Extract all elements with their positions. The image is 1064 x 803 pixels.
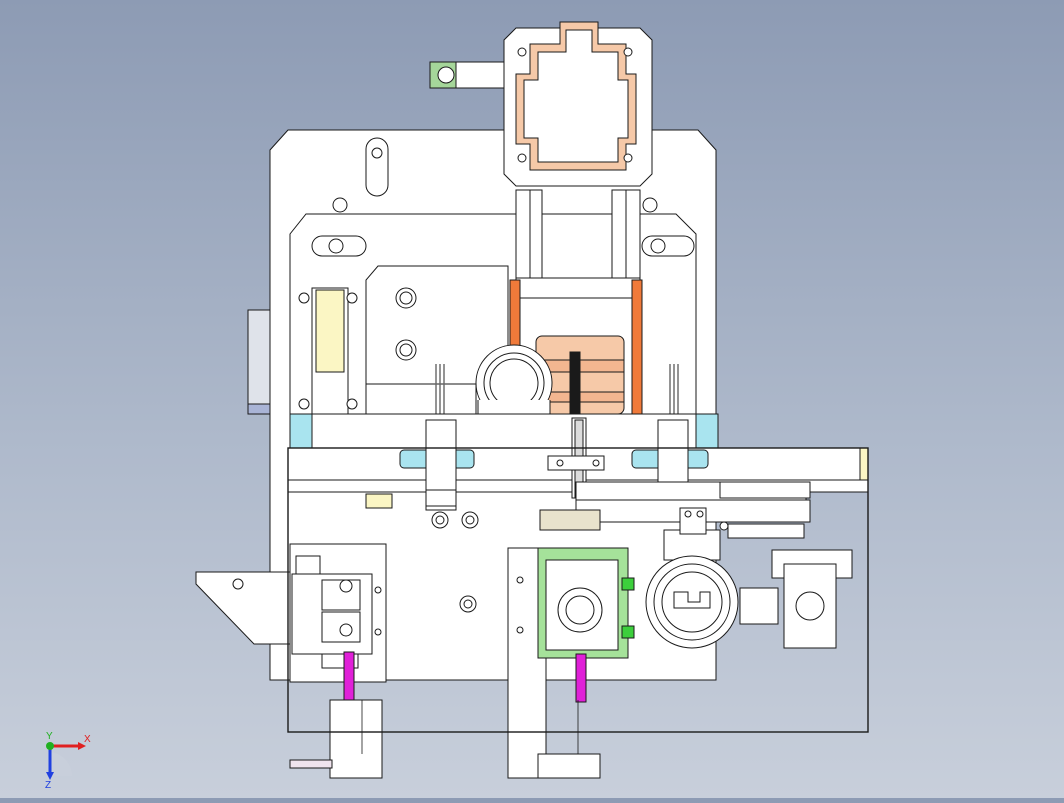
- cable-clips[interactable]: [399, 419, 709, 511]
- right-lower-assembly[interactable]: [459, 549, 853, 649]
- top-cables: [435, 364, 679, 420]
- left-side-block[interactable]: [247, 309, 271, 415]
- cushion-block[interactable]: [298, 287, 358, 415]
- triad-shading: [48, 752, 72, 776]
- front-slide[interactable]: [365, 481, 811, 539]
- motor-mount-plate[interactable]: [503, 21, 653, 187]
- thin-lines: [361, 700, 579, 754]
- y-axis-label: Y: [46, 731, 53, 742]
- y-axis-dot: [46, 742, 54, 750]
- rear-block[interactable]: [365, 265, 509, 415]
- top-left-bracket[interactable]: [429, 61, 511, 89]
- left-lower-assembly[interactable]: [195, 543, 387, 779]
- x-axis-label: X: [84, 734, 91, 745]
- coordinate-triad: X Y Z: [38, 728, 98, 791]
- center-lower-assembly[interactable]: [507, 547, 635, 779]
- z-axis-head: [46, 772, 54, 780]
- z-axis-label: Z: [45, 780, 51, 788]
- ring-clamp-bottom[interactable]: [645, 507, 739, 649]
- x-axis-head: [78, 742, 86, 750]
